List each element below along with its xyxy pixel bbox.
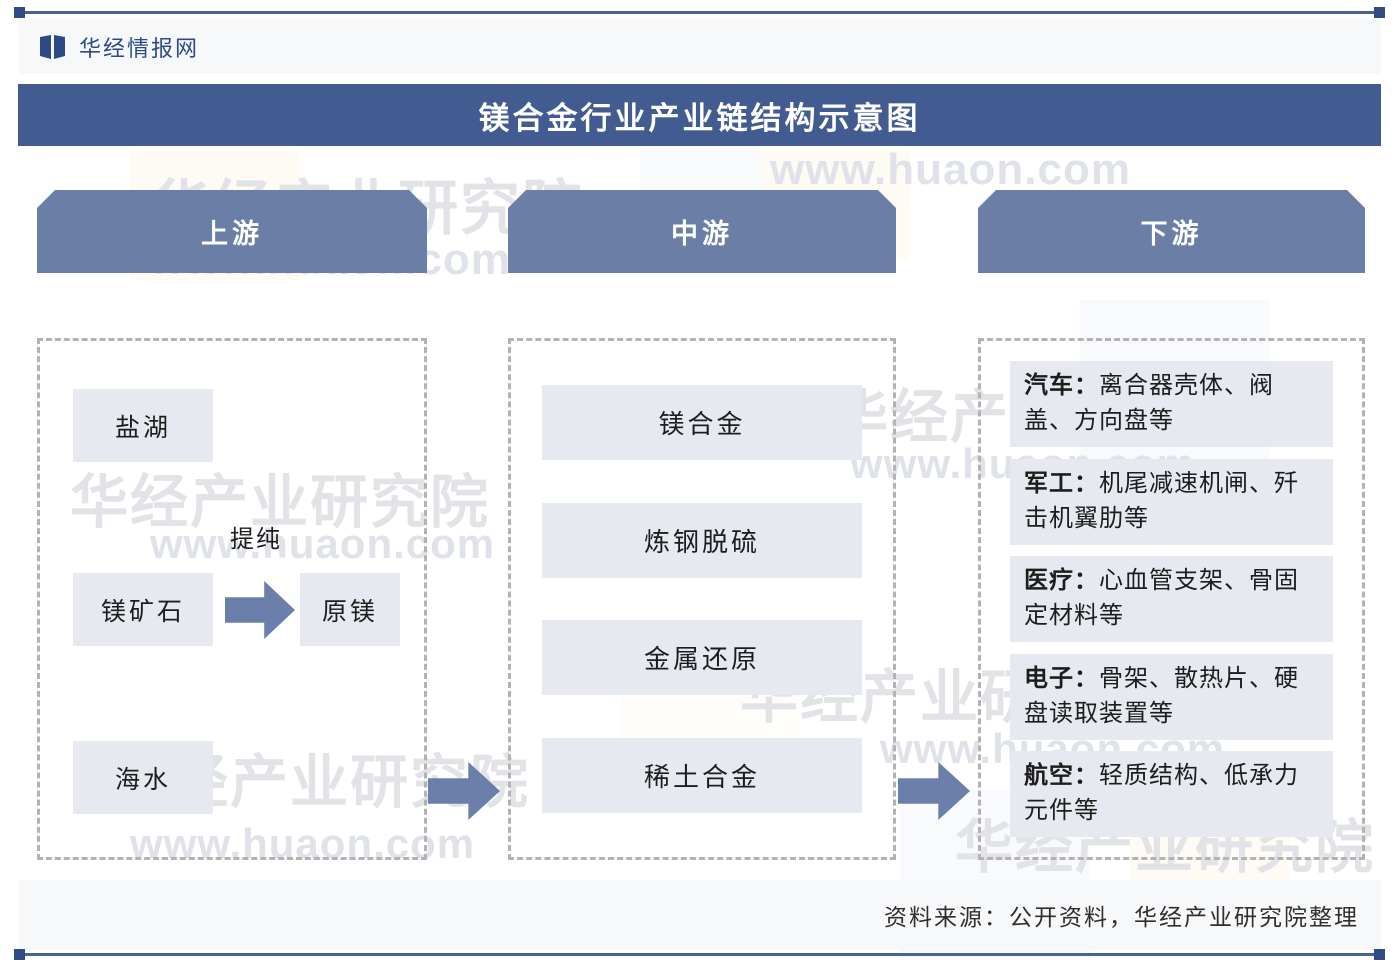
downstream-category-label: 电子 [1024, 664, 1074, 692]
downstream-detail-text: 离合器壳体、阀盖、方向盘等 [1024, 372, 1274, 434]
stage-body-downstream: 汽车：离合器壳体、阀盖、方向盘等 军工：机尾减速机闸、歼击机翼肋等 医疗：心血管… [978, 338, 1365, 860]
downstream-category-label: 汽车 [1024, 372, 1074, 400]
value-chain-columns: 上游 盐湖 镁矿石 海水 提纯 原镁 中游 镁合金 炼钢脱硫 金属还原 [0, 190, 1399, 880]
stage-body-midstream: 镁合金 炼钢脱硫 金属还原 稀土合金 [508, 338, 896, 860]
stage-upstream: 上游 盐湖 镁矿石 海水 提纯 原镁 [37, 190, 427, 880]
purify-arrow-icon [225, 581, 295, 639]
midstream-item-metal-reduction[interactable]: 金属还原 [542, 620, 862, 696]
stage-body-upstream: 盐湖 镁矿石 海水 提纯 原镁 [37, 338, 427, 860]
downstream-item-automotive[interactable]: 汽车：离合器壳体、阀盖、方向盘等 [1010, 361, 1333, 447]
downstream-separator: ： [1074, 469, 1099, 497]
downstream-item-electronics[interactable]: 电子：骨架、散热片、硬盘读取装置等 [1010, 653, 1333, 740]
brand-name: 华经情报网 [79, 35, 200, 61]
stage-midstream: 中游 镁合金 炼钢脱硫 金属还原 稀土合金 [508, 190, 896, 880]
upstream-output-raw-magnesium[interactable]: 原镁 [300, 573, 400, 646]
stage-header-upstream: 上游 [37, 190, 427, 273]
stage-header-midstream: 中游 [508, 190, 896, 273]
page-title: 镁合金行业产业链结构示意图 [478, 100, 921, 136]
brand-bar: 华经情报网 [18, 19, 1381, 74]
downstream-separator: ： [1074, 372, 1099, 400]
downstream-detail-text: 骨架、散热片、硬盘读取装置等 [1024, 664, 1299, 727]
downstream-detail-text: 心血管支架、骨固定材料等 [1024, 567, 1299, 629]
title-band: 镁合金行业产业链结构示意图 [18, 84, 1381, 146]
upstream-item-saltlake[interactable]: 盐湖 [73, 389, 213, 462]
downstream-category-label: 军工 [1024, 469, 1074, 497]
bottom-divider-rule [14, 949, 1385, 960]
top-divider-rule [14, 7, 1385, 18]
downstream-item-military[interactable]: 军工：机尾减速机闸、歼击机翼肋等 [1010, 458, 1333, 545]
downstream-item-aviation[interactable]: 航空：轻质结构、低承力元件等 [1010, 751, 1333, 837]
downstream-separator: ： [1074, 762, 1099, 790]
midstream-item-rare-earth-alloy[interactable]: 稀土合金 [542, 737, 862, 813]
midstream-item-mg-alloy[interactable]: 镁合金 [542, 385, 862, 460]
midstream-to-downstream-arrow-icon [898, 762, 970, 820]
upstream-item-magnesium-ore[interactable]: 镁矿石 [73, 573, 213, 646]
stage-header-downstream: 下游 [978, 190, 1365, 273]
upstream-process-label: 提纯 [230, 526, 282, 553]
downstream-item-medical[interactable]: 医疗：心血管支架、骨固定材料等 [1010, 556, 1333, 642]
downstream-detail-text: 机尾减速机闸、歼击机翼肋等 [1024, 469, 1299, 532]
upstream-to-midstream-arrow-icon [428, 762, 500, 820]
downstream-item-list: 汽车：离合器壳体、阀盖、方向盘等 军工：机尾减速机闸、歼击机翼肋等 医疗：心血管… [1010, 361, 1333, 837]
downstream-category-label: 医疗 [1024, 567, 1074, 595]
midstream-item-steel-desulfurization[interactable]: 炼钢脱硫 [542, 502, 862, 578]
downstream-separator: ： [1074, 567, 1099, 595]
downstream-separator: ： [1074, 664, 1099, 692]
downstream-detail-text: 轻质结构、低承力元件等 [1024, 762, 1299, 824]
stage-downstream: 下游 汽车：离合器壳体、阀盖、方向盘等 军工：机尾减速机闸、歼击机翼肋等 医疗：… [978, 190, 1365, 880]
open-book-icon [40, 34, 65, 59]
footer-bar: 资料来源：公开资料，华经产业研究院整理 [18, 880, 1381, 950]
downstream-category-label: 航空 [1024, 762, 1074, 790]
source-note: 资料来源：公开资料，华经产业研究院整理 [884, 904, 1359, 930]
upstream-item-seawater[interactable]: 海水 [73, 741, 213, 814]
